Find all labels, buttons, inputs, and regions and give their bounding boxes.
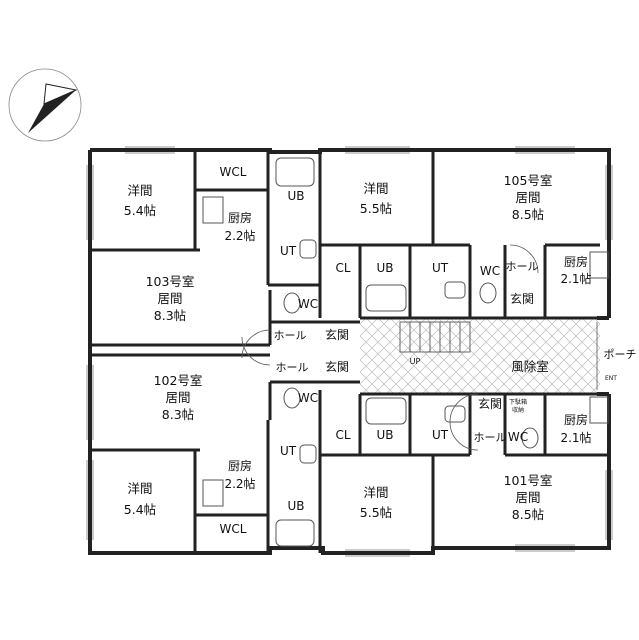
stove-icon [202,479,224,507]
room-size-103-kitchen: 2.2帖 [224,228,255,243]
room-label-102-wc: WC [298,391,318,405]
room-size-104-yoma: 5.5帖 [360,201,392,216]
room-size-106-yoma: 5.5帖 [360,505,392,520]
room-label-104-yoma: 洋間 [363,181,388,196]
room-label-105-genkan: 玄関 [510,291,534,306]
room-label-104-cl: CL [335,261,350,275]
toilet-icon [283,387,301,409]
room-label-103-living: 居間 [157,291,182,306]
room-label-103-yoma: 洋間 [127,183,152,198]
room-label-103-genkan: 玄関 [325,327,349,342]
room-label-106-yoma: 洋間 [363,485,388,500]
toilet-icon [521,427,539,449]
sink-icon [444,281,466,299]
room-label-102-ub: UB [287,499,304,513]
unit-label-102: 102号室 [154,373,203,388]
room-label-104-ub: UB [376,261,393,275]
room-label-102-hall: ホール [276,361,309,374]
room-label-102-kitchen: 厨房 [228,458,252,473]
room-label-102-genkan: 玄関 [325,359,349,374]
bathtub-icon [365,397,407,425]
bathtub-icon [365,284,407,312]
room-label-106-ut: UT [432,428,449,442]
room-label-101-wc: WC [508,430,528,444]
room-label-103-wc: WC [298,297,318,311]
room-label-103-kitchen: 厨房 [228,210,252,225]
room-label-104-ut: UT [432,261,449,275]
unit-label-105: 105号室 [504,173,553,188]
room-label-101-hall: ホール [474,431,507,444]
toilet-icon [283,292,301,314]
entrance-mark: ENT [605,375,617,382]
stair-icon [399,321,471,353]
room-label-windbreak: 風除室 [511,359,549,374]
windows [86,146,613,557]
toilet-icon [479,282,497,304]
room-label-101-storage-2: 収納 [512,406,524,414]
room-size-101-kitchen: 2.1帖 [560,430,591,445]
room-label-103-hall: ホール [274,329,307,342]
stove-icon [202,196,224,224]
room-label-105-living: 居間 [515,190,540,205]
bathtub-icon [275,157,315,187]
room-label-105-hall: ホール [506,260,539,273]
fixtures [202,157,609,547]
room-label-101-genkan: 玄関 [478,396,502,411]
room-size-101-living: 8.5帖 [512,507,544,522]
interior-walls [90,150,609,553]
room-label-101-living: 居間 [515,490,540,505]
room-label-102-living: 居間 [165,390,190,405]
room-size-103-living: 8.3帖 [154,308,186,323]
sink-icon [299,239,317,259]
room-label-102-wcl: WCL [220,522,247,536]
room-label-106-ub: UB [376,428,393,442]
room-size-102-yoma: 5.4帖 [124,502,156,517]
room-label-102-yoma: 洋間 [127,481,152,496]
room-size-105-kitchen: 2.1帖 [560,271,591,286]
room-label-102-ut: UT [280,444,297,458]
sink-icon [444,405,466,423]
room-label-103-wcl: WCL [220,165,247,179]
room-label-103-ub: UB [287,189,304,203]
north-arrow-icon [8,68,82,142]
room-label-105-kitchen: 厨房 [564,254,588,269]
room-size-105-living: 8.5帖 [512,207,544,222]
stair-up-mark: UP [410,357,421,366]
bathtub-icon [275,519,315,547]
room-label-101-storage-1: 下駄箱 [509,398,527,406]
unit-label-101: 101号室 [504,473,553,488]
room-size-103-yoma: 5.4帖 [124,203,156,218]
windbreak-floor [360,318,600,394]
room-label-porch: ポーチ [604,348,637,361]
unit-label-103: 103号室 [146,274,195,289]
room-label-105-wc: WC [480,264,500,278]
doors [241,244,598,451]
room-label-103-ut: UT [280,244,297,258]
stove-icon [589,251,609,279]
sink-icon [299,444,317,464]
room-label-106-cl: CL [335,428,350,442]
stove-icon [589,396,609,424]
room-label-101-kitchen: 厨房 [564,412,588,427]
room-size-102-kitchen: 2.2帖 [224,476,255,491]
room-size-102-living: 8.3帖 [162,407,194,422]
